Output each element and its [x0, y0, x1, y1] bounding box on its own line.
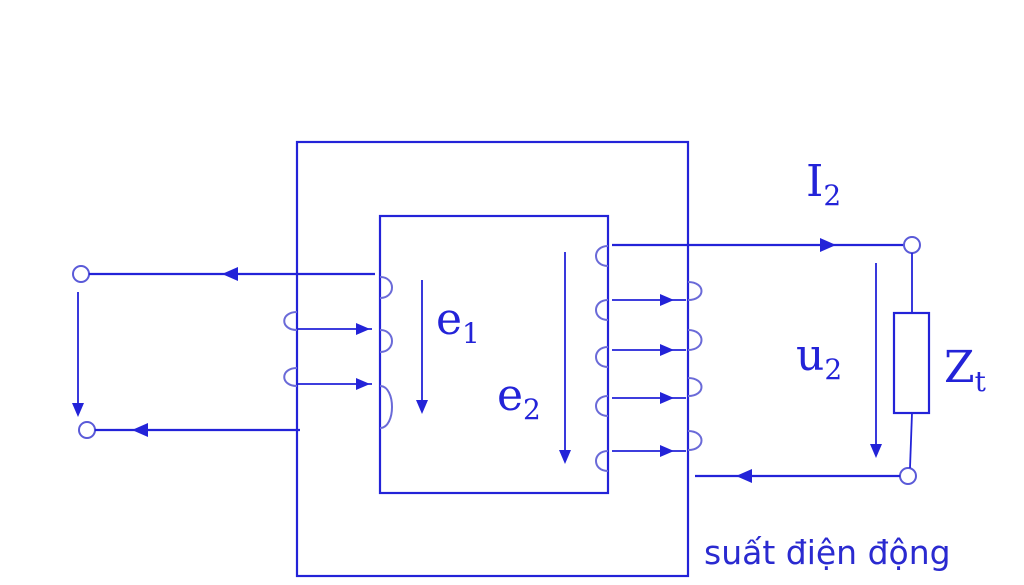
secondary-return-arrow: [736, 469, 752, 483]
emf-e2-arrowhead: [559, 450, 571, 464]
load-zt-label: Zt: [944, 342, 987, 398]
core-window: [378, 214, 610, 495]
voltage-u2-arrowhead: [870, 444, 882, 458]
voltage-u2-label: u2: [796, 330, 842, 386]
primary-circuit: [72, 265, 375, 439]
primary-voltage-arrowhead: [72, 403, 84, 417]
secondary-terminal-bottom: [899, 467, 917, 485]
primary-input-arrow: [222, 267, 238, 281]
secondary-winding: [595, 245, 703, 472]
secondary-circuit: [612, 236, 931, 485]
current-arrow: [820, 238, 836, 252]
caption-text: suất điện động: [704, 533, 951, 572]
core-outer: [295, 140, 690, 578]
current-i2-label: I2: [806, 156, 841, 212]
emf-e1-arrowhead: [416, 400, 428, 414]
primary-terminal-bottom: [78, 421, 96, 439]
emf-e1-label: e1: [436, 294, 480, 350]
load-lead-bottom: [909, 412, 913, 469]
primary-winding: [283, 276, 393, 429]
load-impedance-box: [892, 311, 931, 415]
primary-terminal-top: [72, 265, 90, 283]
secondary-terminal-top: [903, 236, 921, 254]
emf-e2-label: e2: [497, 370, 541, 426]
primary-return-arrow: [132, 423, 148, 437]
